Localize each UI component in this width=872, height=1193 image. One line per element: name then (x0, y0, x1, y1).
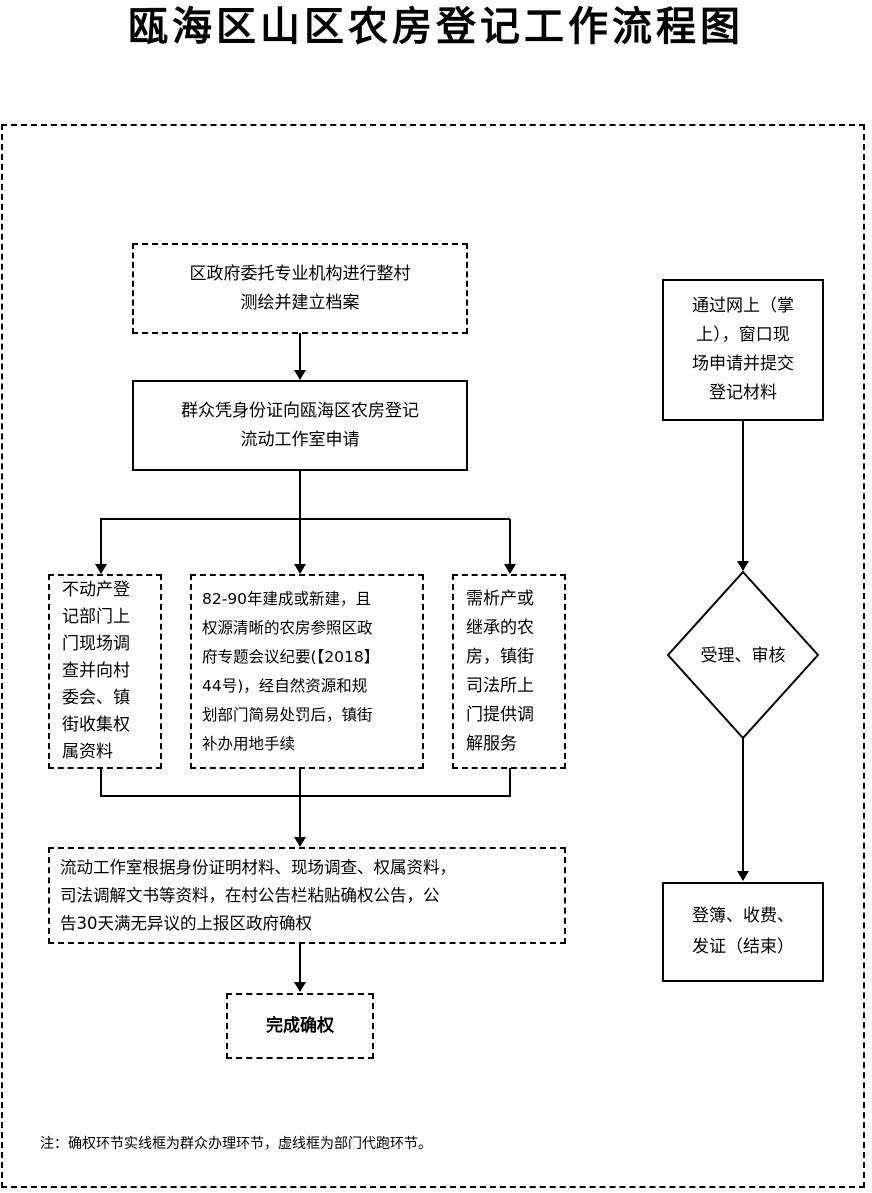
finish-box: 登簿、收费、 发证（结束） (662, 882, 824, 982)
online-line: 通过网上（掌 (692, 296, 794, 316)
right-branch-line: 解服务 (466, 733, 517, 754)
left-branch-line: 查并向村 (62, 661, 130, 681)
left-branch-line: 属资料 (62, 742, 113, 762)
apply-box: 群众凭身份证向瓯海区农房登记 流动工作室申请 (132, 380, 468, 471)
left-branch-line: 门现场调 (62, 634, 130, 654)
middle-branch-line: 权源清晰的农房参照区政 (202, 618, 373, 637)
survey-line: 测绘并建立档案 (240, 292, 360, 313)
right-branch-box: 需析产或 继承的农 房，镇街 司法所上 门提供调 解服务 (452, 574, 566, 769)
online-line: 登记材料 (709, 383, 777, 403)
studio-line: 流动工作室根据身份证明材料、现场调查、权属资料， (60, 857, 456, 877)
studio-box: 流动工作室根据身份证明材料、现场调查、权属资料， 司法调解文书等资料，在村公告栏… (48, 847, 566, 944)
page-title: 瓯海区山区农房登记工作流程图 (128, 3, 744, 50)
online-box: 通过网上（掌 上），窗口现 场申请并提交 登记材料 (662, 279, 824, 421)
right-branch-line: 继承的农 (466, 617, 534, 638)
right-branch-line: 需析产或 (466, 588, 534, 609)
left-branch-line: 不动产登 (62, 580, 130, 600)
finish-line: 登簿、收费、 (692, 906, 794, 926)
survey-box: 区政府委托专业机构进行整村 测绘并建立档案 (132, 243, 468, 334)
review-diamond (666, 570, 820, 740)
middle-branch-line: 划部门简易处罚后，镇街 (202, 705, 373, 724)
middle-branch-line: 补办用地手续 (202, 734, 296, 753)
done-box: 完成确权 (226, 993, 374, 1059)
studio-line: 司法调解文书等资料，在村公告栏粘贴确权公告，公 (60, 885, 440, 905)
right-branch-line: 司法所上 (466, 675, 534, 696)
apply-line: 流动工作室申请 (240, 429, 360, 450)
right-branch-line: 房，镇街 (466, 646, 534, 667)
done-label: 完成确权 (266, 1015, 334, 1036)
middle-branch-line: 82-90年建成或新建，且 (202, 589, 372, 608)
online-line: 场申请并提交 (692, 354, 794, 374)
right-branch-line: 门提供调 (466, 704, 534, 725)
left-branch-line: 记部门上 (62, 607, 130, 627)
footnote: 注：确权环节实线框为群众办理环节，虚线框为部门代跑环节。 (40, 1136, 432, 1152)
middle-branch-box: 82-90年建成或新建，且 权源清晰的农房参照区政 府专题会议纪要(【2018】… (190, 574, 424, 769)
middle-branch-line: 44号)，经自然资源和规 (202, 676, 368, 695)
finish-line: 发证（结束） (692, 937, 794, 957)
left-branch-line: 街收集权 (62, 715, 130, 735)
left-branch-box: 不动产登 记部门上 门现场调 查并向村 委会、镇 街收集权 属资料 (48, 574, 162, 769)
online-line: 上），窗口现 (696, 325, 790, 345)
left-branch-line: 委会、镇 (62, 688, 130, 708)
middle-branch-line: 府专题会议纪要(【2018】 (202, 647, 380, 666)
dashed-frame (1, 124, 865, 1188)
apply-line: 群众凭身份证向瓯海区农房登记 (181, 400, 419, 421)
studio-line: 告30天满无异议的上报区政府确权 (60, 913, 312, 933)
survey-line: 区政府委托专业机构进行整村 (189, 263, 411, 284)
review-label: 受理、审核 (700, 646, 786, 666)
